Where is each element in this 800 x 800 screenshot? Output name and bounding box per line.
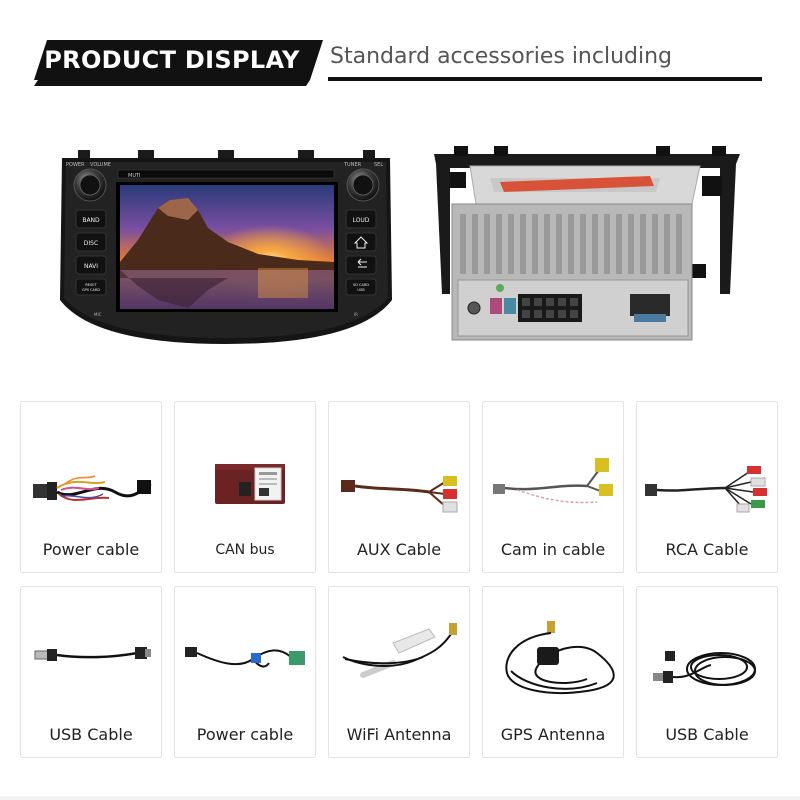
accessory-card-usb-cable: USB Cable [20,586,162,758]
accessory-label: WiFi Antenna [346,725,452,744]
accessory-card-gps-antenna: GPS Antenna [482,586,624,758]
btn-loud: LOUD [353,217,370,224]
aux-cable-icon [341,476,458,513]
accessory-card-can-bus: CAN bus [174,401,316,573]
camera-in-cable-icon [493,458,613,504]
accessory-card-wifi-antenna: WiFi Antenna [328,586,470,758]
header-badge: PRODUCT DISPLAY [34,40,323,80]
accessory-label: USB Cable [49,725,133,744]
btn-reset-gps: RESET [85,283,97,287]
accessory-card-power-cable: Power cable [20,401,162,573]
label-sel: SEL [374,162,383,168]
head-unit-rear-image [434,146,740,341]
header-badge-text: PRODUCT DISPLAY [44,46,300,74]
label-ir: IR [354,312,358,317]
btn-disc: DISC [84,240,98,247]
label-muti: MUTI [128,173,141,179]
rca-cable-icon [645,466,767,513]
power-cable-icon [185,647,305,668]
label-volume: VOLUME [90,162,111,168]
svg-text:USB: USB [357,288,365,292]
btn-navi: NAVI [84,263,98,270]
svg-text:GPS CARD: GPS CARD [82,288,100,292]
power-cable-harness-icon [33,475,152,502]
accessory-label: Power cable [42,540,140,559]
header-subtitle: Standard accessories including [330,44,673,69]
usb-cable-coil-icon [653,651,756,686]
label-tuner: TUNER [343,162,362,168]
accessory-card-aux-cable: AUX Cable [328,401,470,573]
accessory-label: USB Cable [665,725,749,744]
accessory-label: GPS Antenna [500,725,606,744]
accessory-label: Power cable [196,725,294,744]
label-power: POWER [66,162,85,168]
can-bus-box-icon [215,464,285,504]
accessory-card-power-cable-2: Power cable [174,586,316,758]
svg-text:SD CARD: SD CARD [353,283,369,287]
head-unit-front-image: POWER VOLUME TUNER SEL MUTI BAND DISC NA… [60,150,392,344]
accessory-label: RCA Cable [665,540,749,559]
header-accent-stripe [34,80,310,86]
gps-antenna-icon [505,621,615,694]
accessory-label: CAN bus [215,542,275,558]
usb-cable-icon [34,647,151,661]
header-underline [328,77,762,81]
accessory-card-rca-cable: RCA Cable [636,401,778,573]
wifi-antenna-icon [342,623,457,678]
back-icon [357,258,367,268]
bottom-divider [0,796,800,800]
label-mic: MIC [94,312,102,317]
accessory-card-usb-cable-2: USB Cable [636,586,778,758]
accessory-card-cam-in-cable: Cam in cable [482,401,624,573]
home-icon [353,236,369,249]
accessory-label: AUX Cable [356,540,442,559]
btn-band: BAND [82,217,100,224]
accessory-label: Cam in cable [500,540,606,559]
